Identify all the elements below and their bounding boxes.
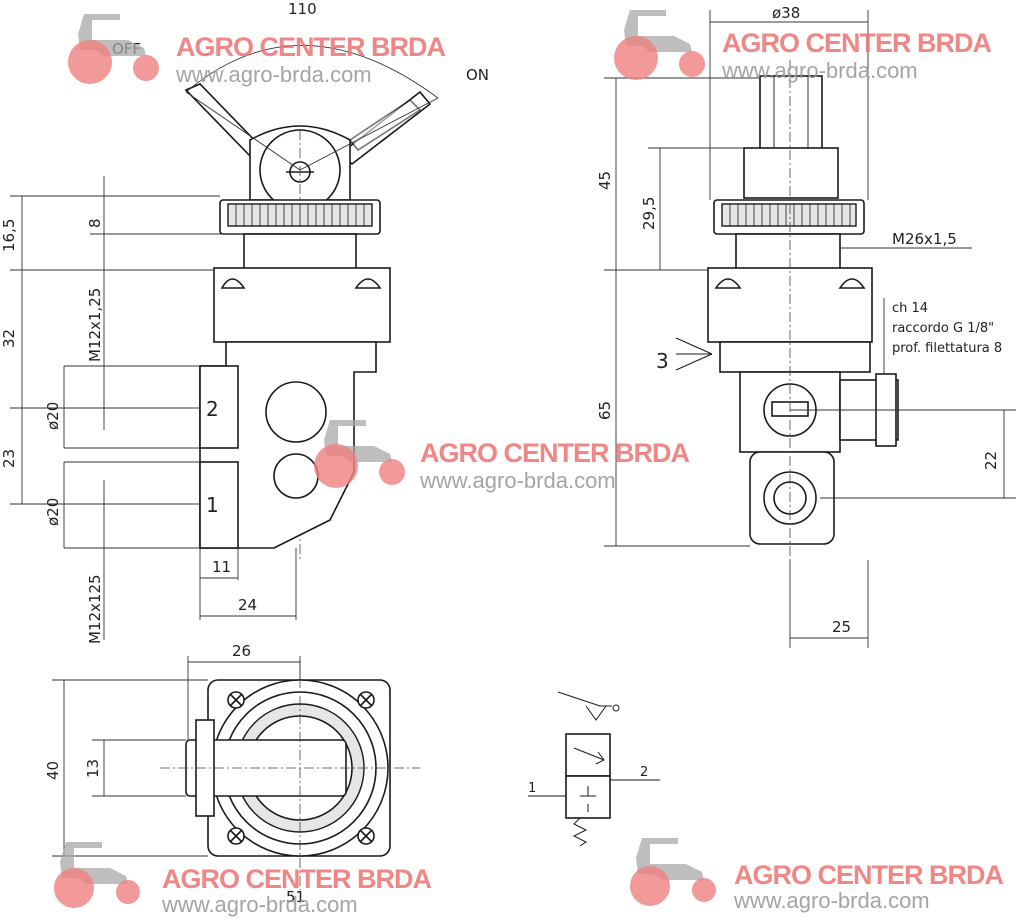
label-on: ON (466, 66, 489, 84)
tractor-logo (630, 838, 716, 906)
note-line2: raccordo G 1/8" (892, 321, 994, 336)
dim-32: 32 (0, 329, 18, 348)
dim-thread-upper: M12x1,25 (86, 288, 104, 362)
dim-dia38: ø38 (772, 4, 800, 22)
watermark-url: www.agro-brda.com (733, 888, 930, 913)
watermark-bottom-left: AGRO CENTER BRDA www.agro-brda.com (54, 842, 433, 917)
knurled-cap (219, 199, 381, 271)
note-line1: ch 14 (892, 301, 928, 316)
valve-symbol: 1 2 (528, 691, 660, 847)
dim-22: 22 (982, 451, 1000, 470)
port-3-label: 3 (656, 349, 669, 373)
port-1-label: 1 (206, 493, 219, 517)
dim-40: 40 (44, 761, 62, 780)
dim-11: 11 (212, 558, 231, 576)
watermark-url: www.agro-brda.com (419, 468, 616, 493)
watermark-url: www.agro-brda.com (721, 58, 918, 83)
watermark-url: www.agro-brda.com (175, 62, 372, 87)
dim-dia20-upper: ø20 (44, 402, 62, 430)
dim-lever-angle: 110 (288, 0, 317, 18)
tractor-logo (68, 14, 159, 84)
side-dimensions: ø38 45 29,5 M26x1,5 65 22 25 (596, 4, 1016, 648)
symbol-port-1: 1 (528, 781, 536, 796)
dim-25: 25 (832, 618, 851, 636)
top-dimensions: 26 40 13 51 (44, 642, 305, 906)
note-line3: prof. filettatura 8 (892, 341, 1002, 356)
watermark-brand: AGRO CENTER BRDA (734, 860, 1004, 890)
dim-16-5: 16,5 (0, 219, 18, 252)
tractor-logo (314, 420, 405, 488)
watermark-url: www.agro-brda.com (161, 892, 358, 917)
side-view: 3 ch 14 raccordo G 1/8" prof. filettatur… (596, 4, 1016, 648)
dim-thread-lower: M12x125 (86, 574, 104, 644)
watermark-bottom-right: AGRO CENTER BRDA www.agro-brda.com (630, 838, 1005, 913)
dim-13: 13 (84, 759, 102, 778)
dim-65: 65 (596, 401, 614, 420)
dim-26: 26 (232, 642, 251, 660)
front-view: 110 OFF ON 2 1 16,5 (0, 0, 489, 644)
watermark-brand: AGRO CENTER BRDA (176, 32, 446, 62)
tractor-logo (614, 10, 705, 80)
dim-29-5: 29,5 (640, 197, 658, 230)
dim-45: 45 (596, 171, 614, 190)
valve-body-front: 2 1 (199, 267, 391, 549)
dim-m26: M26x1,5 (892, 230, 957, 248)
watermark-center: AGRO CENTER BRDA www.agro-brda.com (314, 420, 691, 493)
symbol-port-2: 2 (640, 765, 648, 780)
dim-23: 23 (0, 449, 18, 468)
watermark-top-left: AGRO CENTER BRDA www.agro-brda.com (68, 14, 447, 87)
mounting-screws (227, 691, 375, 845)
front-dimensions: 16,5 8 32 M12x1,25 ø20 23 ø20 M12x125 (0, 176, 297, 644)
dim-8: 8 (86, 218, 104, 228)
tractor-logo (54, 842, 140, 908)
top-view: 26 40 13 51 (44, 642, 420, 906)
port-2-label: 2 (206, 397, 219, 421)
watermark-top-right: AGRO CENTER BRDA www.agro-brda.com (614, 10, 993, 83)
dim-51: 51 (286, 888, 305, 906)
dim-dia20-lower: ø20 (44, 498, 62, 526)
dim-24: 24 (238, 596, 257, 614)
watermark-brand: AGRO CENTER BRDA (722, 28, 992, 58)
watermark-brand: AGRO CENTER BRDA (162, 864, 432, 894)
watermark-brand: AGRO CENTER BRDA (420, 438, 690, 468)
